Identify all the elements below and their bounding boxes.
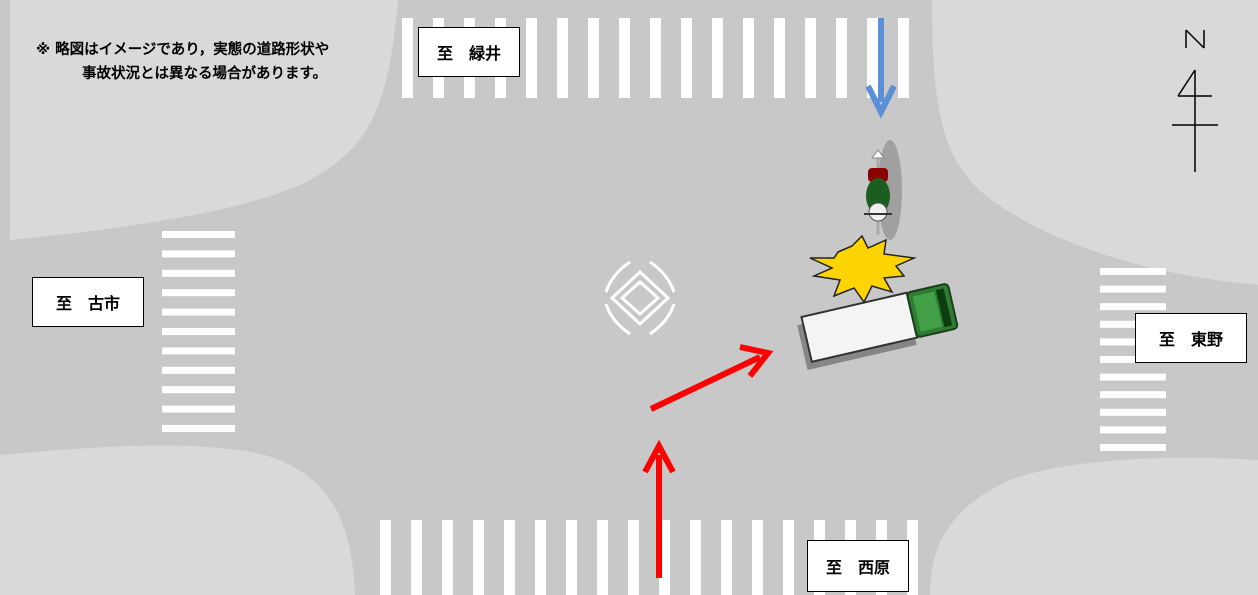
crosswalk-stripe [774,18,785,98]
sidewalk-nw [10,0,398,240]
crosswalk-stripe [162,366,235,374]
crosswalk-stripe [1100,320,1166,328]
crosswalk-stripe [1100,444,1166,451]
crosswalk-stripe [1100,285,1166,293]
disclaimer-line-1: ※ 略図はイメージであり，実態の道路形状や [36,42,330,58]
crosswalk-stripe [1100,338,1166,346]
crosswalk-stripe [535,520,546,595]
crosswalk-stripe [597,520,608,595]
crosswalk-stripe [650,18,661,98]
crosswalk-stripe [162,308,235,316]
diamond-marking-icon [604,260,676,336]
crosswalk-stripe [526,18,537,98]
bicycle-icon [864,140,902,240]
crosswalk-stripe [402,18,413,98]
direction-sign-east: 至 東野 [1135,313,1247,363]
crosswalk-stripe [442,520,453,595]
crosswalk-stripe [898,18,909,98]
crosswalk-stripe [1100,373,1166,381]
crosswalk-stripe [867,18,878,98]
sidewalk-se [930,457,1258,595]
crosswalk-stripe [473,520,484,595]
crosswalk-stripe [1100,356,1166,363]
crosswalk-stripe [721,520,732,595]
crosswalk-stripe [411,520,422,595]
crosswalk-stripe [162,289,235,297]
crosswalk-stripe [1100,303,1166,311]
disclaimer-note: ※ 略図はイメージであり，実態の道路形状や 事故状況とは異なる場合があります。 [36,38,329,86]
crosswalk-stripe [162,347,235,355]
crosswalk-stripe [566,520,577,595]
crosswalk-stripe [628,520,639,595]
crosswalk-stripe [162,231,235,238]
crosswalk-stripe [557,18,568,98]
crosswalk-stripe [659,520,670,595]
crosswalk-stripe [1100,426,1166,434]
disclaimer-line-2: 事故状況とは異なる場合があります。 [82,66,328,82]
crosswalk-stripe [907,520,918,595]
sidewalk-ne [932,0,1258,285]
crosswalk-stripe [162,250,235,258]
sidewalk-sw [0,445,355,595]
collision-icon [809,234,917,304]
crosswalk-stripe [162,328,235,335]
crosswalk-stripe [743,18,754,98]
crosswalk-stripe [690,520,701,595]
crosswalk-stripe [162,269,235,277]
crosswalk-stripe [836,18,847,98]
crosswalk-stripe [162,386,235,394]
direction-sign-west: 至 古市 [32,277,144,327]
crosswalk-stripe [1100,408,1166,416]
crosswalk-stripe [783,520,794,595]
crosswalk-stripe [619,18,630,98]
direction-sign-north: 至 緑井 [418,27,520,77]
crosswalk-stripe [380,520,391,595]
car-direction-arrow-north [642,439,676,578]
crosswalk-stripe [504,520,515,595]
truck-icon [797,283,959,371]
crosswalk-west [162,231,235,432]
crosswalk-stripe [162,425,235,432]
crosswalk-east [1100,268,1166,451]
bike-direction-arrow [865,18,897,119]
crosswalk-stripe [1100,391,1166,399]
crosswalk-stripe [1100,268,1166,275]
crosswalk-stripe [588,18,599,98]
crosswalk-stripe [712,18,723,98]
crosswalk-stripe [805,18,816,98]
crosswalk-stripe [681,18,692,98]
north-arrow-icon [1172,29,1218,172]
crosswalk-stripe [752,520,763,595]
crosswalk-stripe [162,405,235,413]
direction-sign-south: 至 西原 [807,540,909,592]
car-direction-arrow-northeast [649,344,774,412]
